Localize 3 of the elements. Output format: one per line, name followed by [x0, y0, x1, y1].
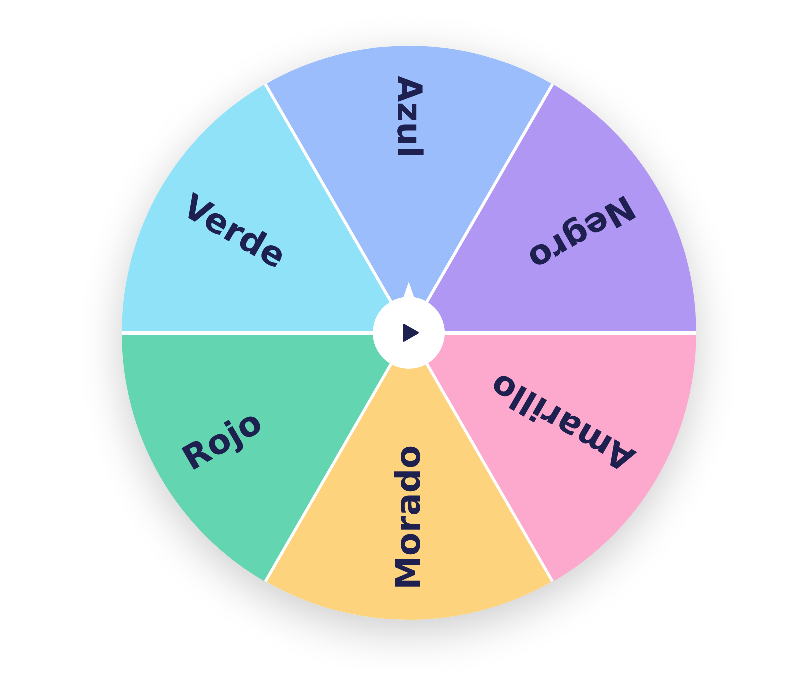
segment-label: Rojo: [178, 404, 268, 476]
segment-label: Azul: [392, 76, 426, 158]
segment-label: Morado: [392, 445, 426, 590]
